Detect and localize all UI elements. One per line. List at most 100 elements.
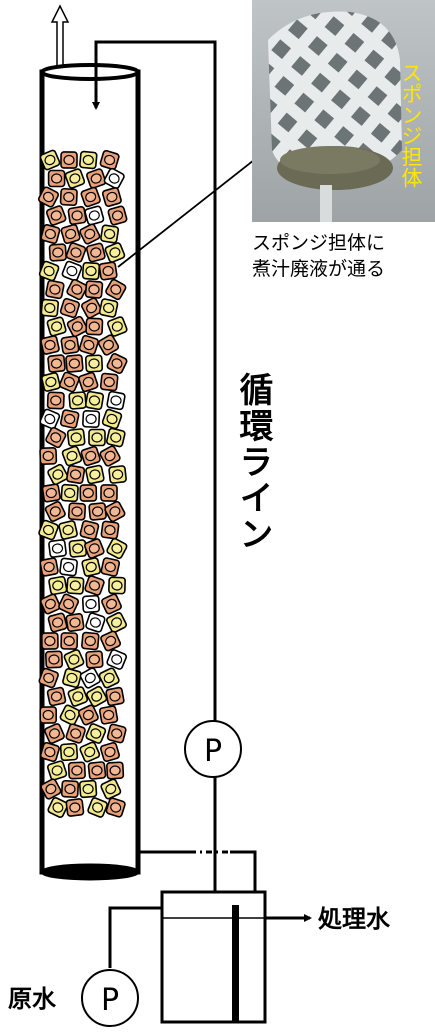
sponge-carrier: [85, 242, 106, 263]
sponge-carrier: [61, 445, 83, 467]
sponge-carrier: [105, 611, 128, 634]
sponge-carrier: [65, 723, 86, 744]
sponge-carrier: [106, 390, 126, 411]
sponge-carrier: [61, 260, 83, 282]
sponge-carrier: [99, 741, 121, 763]
sponge-carrier: [68, 539, 88, 558]
sponge-carrier: [41, 483, 61, 503]
sponge-carrier: [101, 593, 122, 615]
sponge-carrier: [84, 390, 105, 411]
sponge-carrier: [45, 279, 65, 300]
sponge-carrier: [78, 334, 99, 356]
sponge-carrier: [85, 612, 106, 633]
sponge-carrier: [47, 169, 66, 188]
sponge-carrier: [78, 779, 98, 799]
photo-caption: スポンジ担体に 煮汁廃液が通る: [252, 230, 435, 282]
sponge-carrier: [63, 649, 85, 670]
sponge-carrier: [40, 224, 61, 244]
sponge-carrier: [105, 797, 126, 818]
sponge-carrier: [60, 223, 81, 245]
sponge-carrier: [101, 187, 122, 207]
treated-water-label: 処理水: [318, 905, 391, 933]
sponge-carrier: [108, 465, 127, 484]
sponge-carrier: [77, 704, 99, 726]
sponge-carrier: [65, 242, 87, 263]
sponge-carrier: [59, 557, 78, 577]
sponge-carrier: [100, 778, 122, 800]
sponge-carrier: [65, 612, 85, 633]
sponge-carrier: [86, 168, 107, 189]
sponge-carrier: [81, 261, 101, 281]
photo-label: スポンジ担体: [399, 62, 423, 188]
sponge-carrier: [37, 186, 60, 208]
treated-water-outflow: 処理水: [265, 905, 391, 933]
sponge-carrier: [45, 205, 67, 226]
sponge-carrier: [88, 502, 107, 521]
sponge-carrier: [84, 354, 104, 373]
sponge-carrier: [39, 706, 58, 724]
sponge-carrier: [40, 335, 60, 355]
sponge-carrier: [85, 464, 105, 485]
sponge-carrier-photo: [252, 0, 435, 222]
raw-water-label: 原水: [8, 985, 57, 1013]
sponge-carrier: [59, 409, 80, 429]
sponge-carrier: [44, 650, 64, 669]
sponge-carrier: [59, 742, 79, 762]
sponge-carrier: [67, 761, 86, 780]
sponge-carrier: [106, 649, 128, 670]
sponge-carrier: [104, 500, 126, 523]
sponge-carrier: [105, 686, 125, 707]
sponge-carrier: [98, 667, 120, 689]
sponge-carrier: [59, 297, 80, 319]
sponge-carrier: [79, 667, 101, 689]
sponge-carrier: [47, 354, 66, 373]
sponge-carrier: [79, 520, 100, 540]
sponge-carrier: [99, 149, 120, 171]
photo-caption-line-2: 煮汁廃液が通る: [252, 258, 386, 280]
sponge-carrier: [39, 447, 58, 465]
sponge-carrier: [85, 317, 104, 336]
sponge-carrier: [60, 151, 78, 169]
sponge-carrier: [84, 205, 105, 226]
sponge-carrier: [45, 426, 67, 449]
sponge-carrier: [67, 686, 89, 707]
sponge-carrier: [86, 685, 108, 708]
sponge-carrier: [85, 723, 107, 744]
sponge-carrier: [47, 612, 68, 633]
sponge-carrier: [47, 463, 69, 486]
gas-outlet-arrow: [50, 4, 70, 73]
photo-caption-line-1: スポンジ担体に: [252, 232, 386, 254]
sponge-carrier: [48, 243, 67, 262]
sponge-carrier: [79, 741, 101, 763]
sponge-carrier: [46, 391, 65, 410]
sponge-carrier: [68, 391, 87, 410]
sponge-carrier: [79, 150, 98, 170]
sponge-carriers: [37, 149, 128, 818]
sponge-carrier: [81, 631, 100, 651]
sponge-carrier: [98, 705, 119, 725]
sponge-carrier: [106, 761, 125, 780]
sponge-carrier: [44, 500, 66, 523]
sponge-carrier: [39, 593, 61, 615]
sponge-carrier: [106, 537, 128, 560]
sponge-carrier: [87, 797, 108, 818]
sponge-carrier: [107, 205, 128, 226]
sponge-carrier: [79, 223, 101, 245]
sponge-carrier: [66, 576, 85, 595]
sponge-carrier: [67, 502, 87, 521]
sponge-carrier: [81, 557, 102, 577]
sponge-carrier: [107, 316, 128, 337]
sponge-carrier: [39, 408, 61, 430]
sponge-carrier: [66, 278, 88, 301]
sponge-carrier: [82, 409, 101, 429]
sponge-carrier: [83, 538, 105, 559]
sponge-carrier: [105, 427, 126, 448]
sponge-carrier: [99, 372, 119, 392]
sponge-carrier: [66, 428, 86, 447]
sponge-carrier: [80, 186, 101, 208]
sponge-carrier: [100, 520, 120, 540]
sponge-carrier: [101, 408, 123, 430]
sponge-carrier: [44, 723, 65, 744]
sponge-carrier: [47, 760, 68, 781]
